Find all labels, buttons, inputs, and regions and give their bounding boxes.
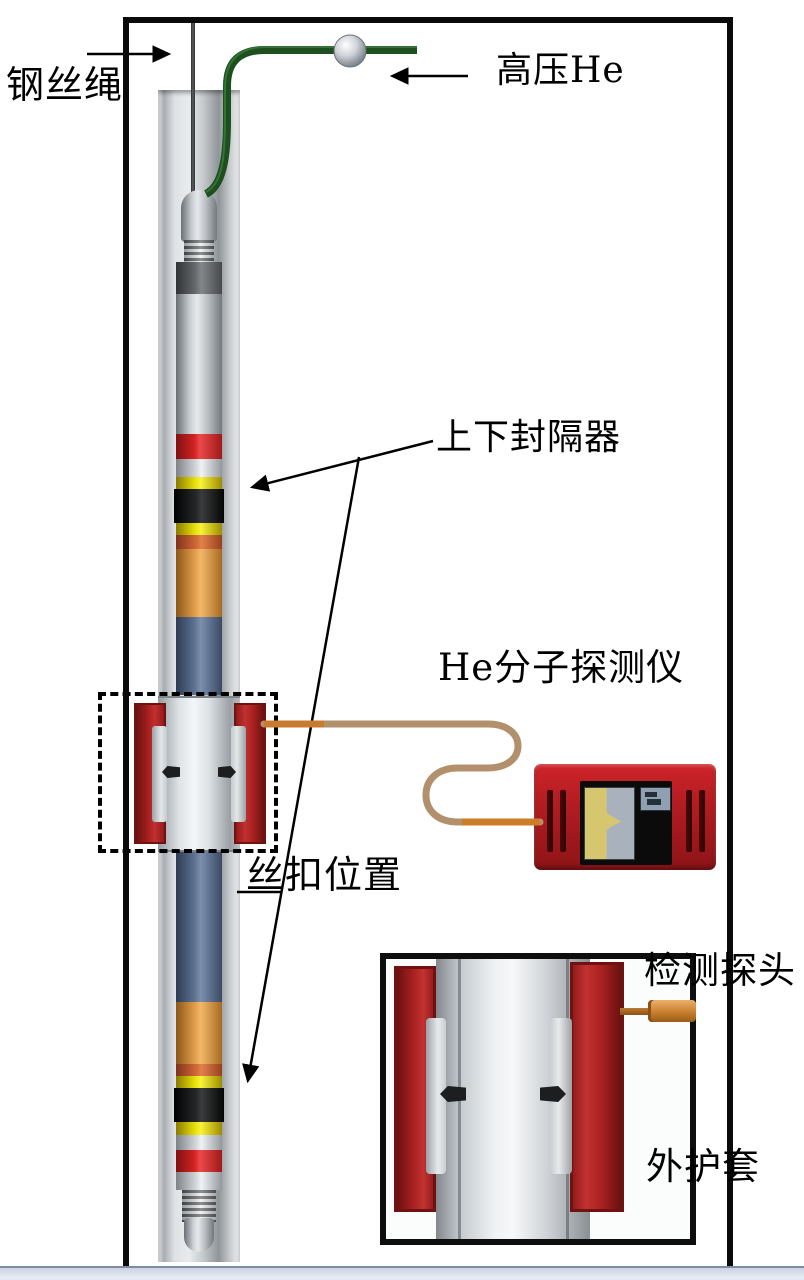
nose-dome — [184, 1218, 214, 1252]
band-silver-lower1 — [176, 1135, 222, 1150]
thread-highlight-box — [98, 692, 278, 853]
device-screen — [584, 787, 635, 860]
orange-section-upper — [176, 549, 222, 617]
he-detector-device — [534, 764, 716, 870]
blue-section-upper — [176, 617, 222, 695]
device-display — [640, 787, 671, 811]
seal-nub-right — [218, 766, 236, 778]
band-yellow-lower2 — [176, 1122, 222, 1135]
label-detection-probe: 检测探头 — [644, 949, 796, 992]
label-packers: 上下封隔器 — [436, 417, 622, 458]
orange-section-lower — [176, 1002, 222, 1064]
tool-collar — [176, 262, 222, 296]
device-vent-icon — [560, 790, 566, 852]
fishing-neck — [184, 240, 214, 266]
device-vent-icon — [686, 790, 692, 852]
band-silver-upper — [176, 459, 222, 477]
label-he-detector: He分子探测仪 — [438, 646, 685, 689]
tool-body-upper — [176, 294, 222, 436]
valve-ball — [333, 34, 367, 68]
display-mark — [647, 799, 661, 805]
band-silver-lower2 — [176, 1172, 222, 1190]
nose-ribbed — [182, 1190, 216, 1222]
lower-packer — [174, 1088, 224, 1122]
device-panel — [580, 781, 672, 865]
inset-clamp-right — [570, 962, 624, 1212]
wireline-wire — [191, 17, 195, 197]
band-red-lower — [176, 1150, 222, 1172]
device-vent-icon — [547, 790, 553, 852]
inset-probe-body — [648, 1000, 696, 1022]
sample-tube — [260, 720, 544, 826]
inset-seal-nub-right — [540, 1086, 566, 1102]
band-orange-red-upper — [176, 535, 222, 549]
clamp-liner-left — [152, 726, 167, 822]
band-orange-red-lower — [176, 1064, 222, 1076]
blue-section-lower — [176, 850, 222, 1002]
inset-probe-stem — [620, 1008, 650, 1015]
inset-seal-nub-left — [440, 1086, 466, 1102]
label-steel-rope: 钢丝绳 — [6, 63, 124, 107]
band-red-upper — [176, 434, 222, 459]
inset-clamp-liner-left — [426, 1018, 446, 1174]
label-thread-position: 丝扣位置 — [246, 853, 403, 897]
slide-footer-bar — [0, 1266, 804, 1280]
band-yellow-upper1 — [176, 477, 222, 491]
device-screen-trace — [585, 788, 622, 859]
display-mark — [645, 792, 657, 797]
device-vent-icon — [699, 790, 705, 852]
seal-nub-left — [162, 766, 180, 778]
upper-packer — [174, 489, 224, 523]
clamp-liner-right — [231, 726, 246, 822]
band-yellow-upper2 — [176, 523, 222, 535]
packer-arrow-upper — [249, 439, 434, 492]
label-outer-sheath: 外护套 — [646, 1145, 760, 1188]
rope-socket-dome — [181, 190, 217, 242]
label-high-pressure-he: 高压He — [496, 50, 625, 91]
band-yellow-lower1 — [176, 1076, 222, 1089]
